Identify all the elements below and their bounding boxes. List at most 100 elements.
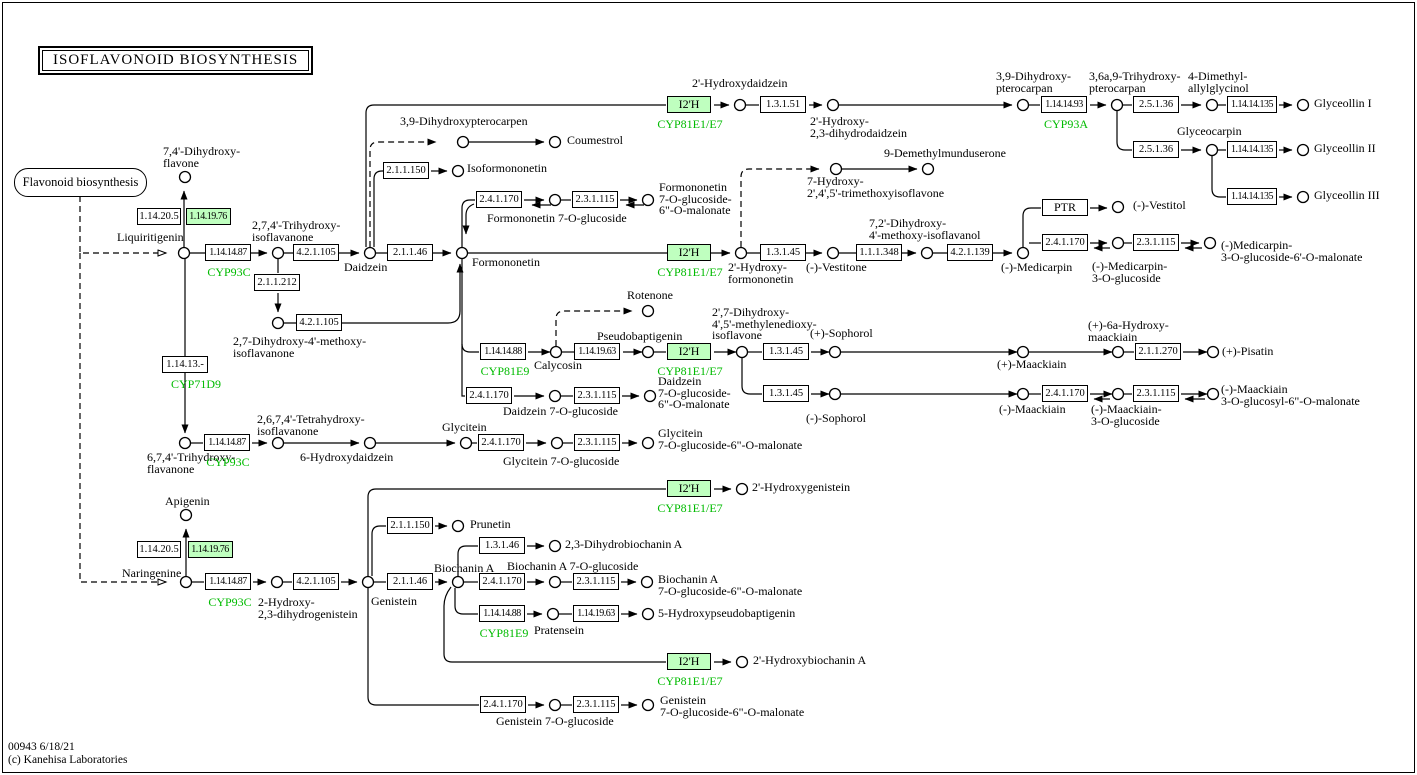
- enzyme-box-2-3-1-115[interactable]: 2.3.1.115: [1133, 233, 1179, 251]
- enzyme-box-1-14-19-63[interactable]: 1.14.19.63: [573, 604, 619, 622]
- compound-node[interactable]: [1111, 200, 1125, 214]
- enzyme-box-1-1-1-348[interactable]: 1.1.1.348: [856, 243, 902, 261]
- enzyme-box-1-3-1-51[interactable]: 1.3.1.51: [760, 95, 806, 113]
- compound-node[interactable]: [735, 482, 749, 496]
- compound-node[interactable]: [179, 508, 193, 522]
- compound-node[interactable]: [451, 164, 465, 178]
- enzyme-box-4-2-1-105[interactable]: 4.2.1.105: [296, 313, 342, 331]
- enzyme-box-2-4-1-170[interactable]: 2.4.1.170: [478, 433, 524, 451]
- compound-node[interactable]: [733, 98, 747, 112]
- compound-node[interactable]: [270, 575, 284, 589]
- compound-node[interactable]: [641, 698, 655, 712]
- compound-node[interactable]: [826, 98, 840, 112]
- compound-node[interactable]: [643, 389, 657, 403]
- enzyme-box-1-14-14-88[interactable]: 1.14.14.88: [479, 604, 525, 622]
- compound-node[interactable]: [1205, 98, 1219, 112]
- compound-node[interactable]: [363, 246, 377, 260]
- compound-node[interactable]: [271, 436, 285, 450]
- enzyme-box-2-4-1-170[interactable]: 2.4.1.170: [476, 190, 522, 208]
- compound-node[interactable]: [641, 436, 655, 450]
- compound-node[interactable]: [1111, 345, 1125, 359]
- linked-pathway-flavonoid-biosynthesis[interactable]: Flavonoid biosynthesis: [14, 168, 147, 197]
- compound-node[interactable]: [546, 607, 560, 621]
- enzyme-box-ptr[interactable]: PTR: [1042, 198, 1088, 216]
- compound-node[interactable]: [1296, 143, 1310, 157]
- compound-node[interactable]: [178, 170, 192, 184]
- compound-node[interactable]: [456, 135, 470, 149]
- enzyme-box-1-14-19-76[interactable]: 1.14.19.76: [187, 540, 233, 558]
- enzyme-box-2-3-1-115[interactable]: 2.3.1.115: [573, 695, 619, 713]
- enzyme-box-1-14-14-87[interactable]: 1.14.14.87: [205, 572, 251, 590]
- compound-node[interactable]: [641, 607, 655, 621]
- enzyme-box-2-1-1-212[interactable]: 2.1.1.212: [254, 273, 300, 291]
- compound-node[interactable]: [451, 575, 465, 589]
- enzyme-box-2-3-1-115[interactable]: 2.3.1.115: [572, 190, 618, 208]
- enzyme-box-1-3-1-45[interactable]: 1.3.1.45: [763, 384, 809, 402]
- enzyme-box-i2-h[interactable]: I2'H: [667, 652, 711, 670]
- compound-node[interactable]: [641, 345, 655, 359]
- enzyme-box-i2-h[interactable]: I2'H: [667, 95, 711, 113]
- enzyme-box-2-4-1-170[interactable]: 2.4.1.170: [466, 386, 512, 404]
- compound-node[interactable]: [548, 698, 562, 712]
- enzyme-box-2-3-1-115[interactable]: 2.3.1.115: [1133, 384, 1179, 402]
- compound-node[interactable]: [1016, 246, 1030, 260]
- compound-node[interactable]: [1111, 236, 1125, 250]
- compound-node[interactable]: [828, 345, 842, 359]
- compound-node[interactable]: [550, 436, 564, 450]
- compound-node[interactable]: [548, 193, 562, 207]
- enzyme-box-4-2-1-105[interactable]: 4.2.1.105: [293, 243, 339, 261]
- enzyme-box-2-5-1-36[interactable]: 2.5.1.36: [1133, 140, 1179, 158]
- enzyme-box-1-14-20-5[interactable]: 1.14.20.5: [137, 207, 181, 225]
- compound-node[interactable]: [734, 246, 748, 260]
- compound-node[interactable]: [459, 436, 473, 450]
- enzyme-box-1-14-14-135[interactable]: 1.14.14.135: [1227, 187, 1277, 205]
- enzyme-box-2-1-1-150[interactable]: 2.1.1.150: [387, 516, 433, 534]
- enzyme-box-1-14-20-5[interactable]: 1.14.20.5: [137, 540, 181, 558]
- enzyme-box-i2-h[interactable]: I2'H: [667, 243, 711, 261]
- compound-node[interactable]: [1203, 236, 1217, 250]
- compound-node[interactable]: [640, 575, 654, 589]
- enzyme-box-1-14-19-76[interactable]: 1.14.19.76: [185, 207, 231, 225]
- compound-node[interactable]: [271, 246, 285, 260]
- compound-node[interactable]: [179, 575, 193, 589]
- compound-node[interactable]: [177, 246, 191, 260]
- compound-node[interactable]: [920, 246, 934, 260]
- enzyme-box-1-3-1-45[interactable]: 1.3.1.45: [763, 342, 809, 360]
- compound-node[interactable]: [735, 655, 749, 669]
- enzyme-box-4-2-1-105[interactable]: 4.2.1.105: [293, 572, 339, 590]
- compound-node[interactable]: [1296, 190, 1310, 204]
- compound-node[interactable]: [361, 575, 375, 589]
- compound-node[interactable]: [641, 304, 655, 318]
- compound-node[interactable]: [1205, 143, 1219, 157]
- enzyme-box-i2-h[interactable]: I2'H: [667, 342, 711, 360]
- compound-node[interactable]: [1110, 98, 1124, 112]
- enzyme-box-2-3-1-115[interactable]: 2.3.1.115: [574, 433, 620, 451]
- compound-node[interactable]: [1016, 98, 1030, 112]
- compound-node[interactable]: [735, 345, 749, 359]
- enzyme-box-2-4-1-170[interactable]: 2.4.1.170: [480, 695, 526, 713]
- compound-node[interactable]: [829, 162, 843, 176]
- compound-node[interactable]: [451, 519, 465, 533]
- enzyme-box-2-1-1-150[interactable]: 2.1.1.150: [383, 161, 429, 179]
- compound-node[interactable]: [641, 193, 655, 207]
- enzyme-box-2-5-1-36[interactable]: 2.5.1.36: [1133, 95, 1179, 113]
- enzyme-box-1-14-14-135[interactable]: 1.14.14.135: [1227, 95, 1277, 113]
- enzyme-box-2-1-1-270[interactable]: 2.1.1.270: [1135, 342, 1181, 360]
- compound-node[interactable]: [548, 575, 562, 589]
- compound-node[interactable]: [826, 246, 840, 260]
- enzyme-box-2-4-1-170[interactable]: 2.4.1.170: [479, 572, 525, 590]
- enzyme-box-1-14-19-63[interactable]: 1.14.19.63: [574, 342, 620, 360]
- compound-node[interactable]: [548, 135, 562, 149]
- enzyme-box-1-14-14-93[interactable]: 1.14.14.93: [1041, 95, 1087, 113]
- enzyme-box-4-2-1-139[interactable]: 4.2.1.139: [947, 243, 993, 261]
- compound-node[interactable]: [921, 162, 935, 176]
- enzyme-box-2-4-1-170[interactable]: 2.4.1.170: [1042, 384, 1088, 402]
- enzyme-box-1-14-14-135[interactable]: 1.14.14.135: [1227, 140, 1277, 158]
- enzyme-box-2-3-1-115[interactable]: 2.3.1.115: [574, 386, 620, 404]
- enzyme-box-1-14-13[interactable]: 1.14.13.-: [162, 355, 208, 373]
- enzyme-box-2-4-1-170[interactable]: 2.4.1.170: [1042, 233, 1088, 251]
- compound-node[interactable]: [271, 316, 285, 330]
- compound-node[interactable]: [828, 387, 842, 401]
- compound-node[interactable]: [548, 389, 562, 403]
- enzyme-box-1-3-1-45[interactable]: 1.3.1.45: [760, 243, 806, 261]
